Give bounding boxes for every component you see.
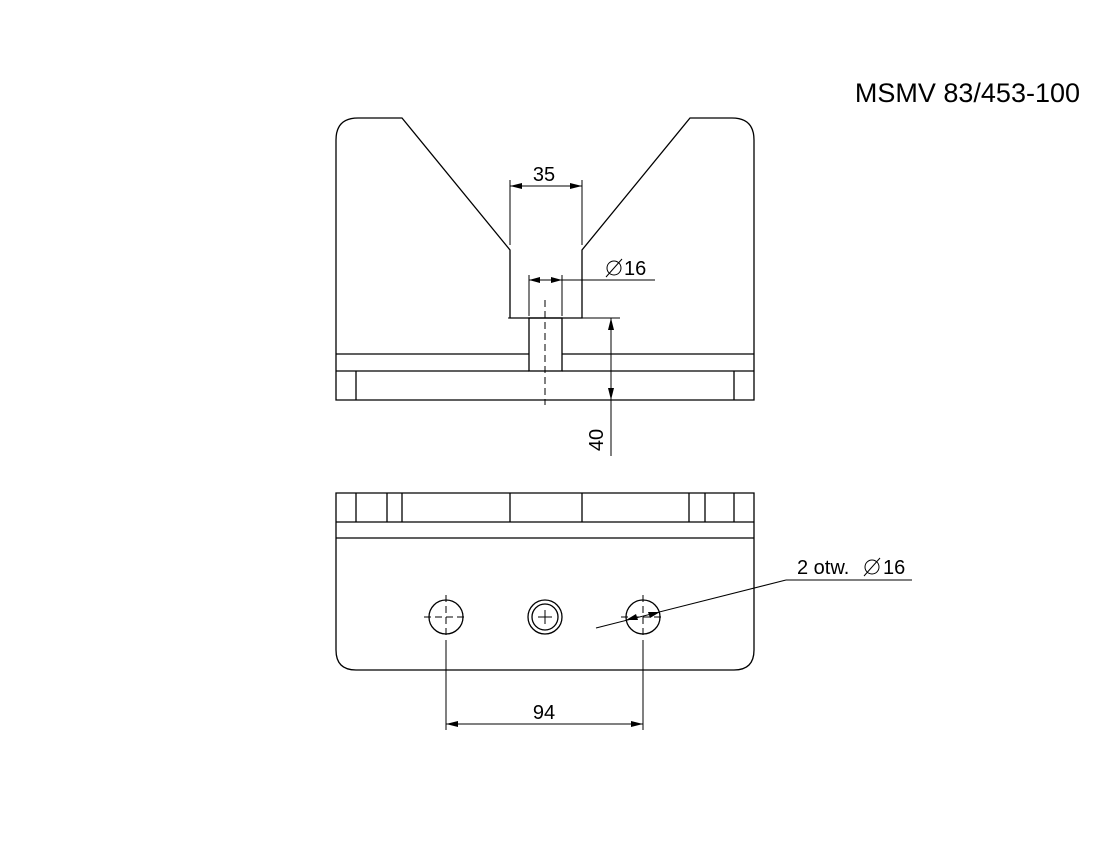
pin-center	[527, 599, 563, 635]
bottom-view-outline	[335, 492, 755, 671]
dimension-pin-diameter-label: 16	[624, 258, 646, 280]
front-view: 35 16 40	[335, 117, 755, 456]
drawing-title: MSMV 83/453-100	[855, 78, 1080, 108]
dimension-pin-diameter: 16	[528, 258, 655, 316]
dimension-35: 35	[509, 164, 583, 245]
dimension-94-label: 94	[533, 702, 555, 724]
diameter-symbol-icon	[605, 258, 623, 278]
dimension-35-label: 35	[533, 164, 555, 186]
bottom-view: 2 otw. 16 94	[335, 492, 912, 730]
hole-callout: 2 otw. 16	[595, 557, 912, 629]
hole-left	[424, 595, 468, 639]
hole-right	[621, 595, 665, 639]
dimension-40: 40	[508, 317, 620, 456]
diameter-symbol-icon	[863, 557, 881, 577]
hole-callout-prefix: 2 otw.	[797, 557, 849, 579]
hole-callout-diameter: 16	[883, 557, 905, 579]
dimension-40-label: 40	[586, 429, 608, 451]
dimension-94: 94	[445, 640, 644, 730]
